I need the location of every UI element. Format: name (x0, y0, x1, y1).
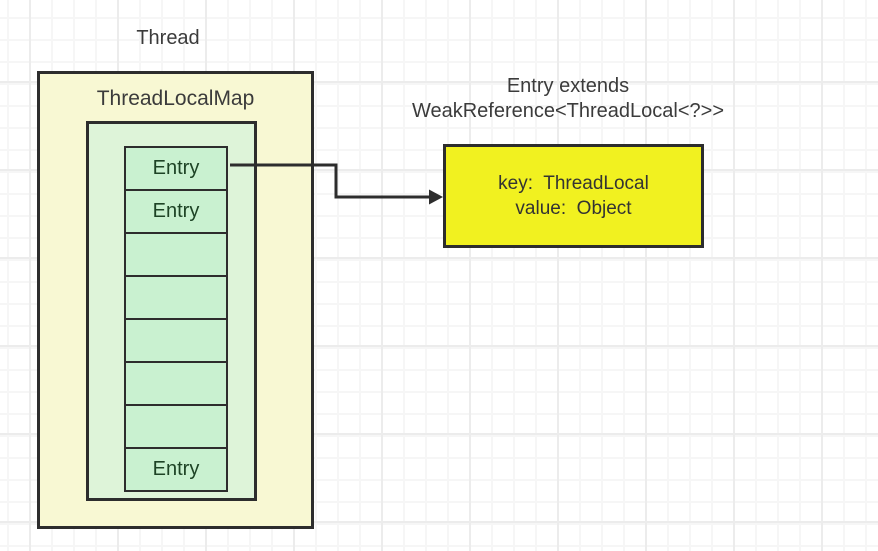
entry-cell (124, 317, 228, 364)
thread-label: Thread (136, 27, 200, 49)
connector-arrowhead-icon (429, 189, 443, 205)
entry-key-line: key: ThreadLocal (498, 173, 649, 194)
entry-cell: Entry (124, 146, 228, 192)
entry-extends-note-line2: WeakReference<ThreadLocal<?>> (411, 100, 725, 122)
entry-detail-box: key: ThreadLocal value: Object (443, 144, 704, 248)
entry-cell (124, 360, 228, 407)
entry-cell: Entry (124, 446, 228, 492)
threadlocalmap-title: ThreadLocalMap (96, 87, 255, 110)
entry-stack: Entry Entry Entry (124, 146, 228, 492)
entry-cell: Entry (124, 188, 228, 235)
entry-extends-note: Entry extends WeakReference<ThreadLocal<… (398, 74, 738, 124)
entry-extends-note-line1: Entry extends (506, 75, 630, 97)
entry-cell (124, 274, 228, 321)
entry-cell (124, 403, 228, 450)
entry-cell (124, 231, 228, 278)
entry-value-line: value: Object (515, 198, 632, 219)
